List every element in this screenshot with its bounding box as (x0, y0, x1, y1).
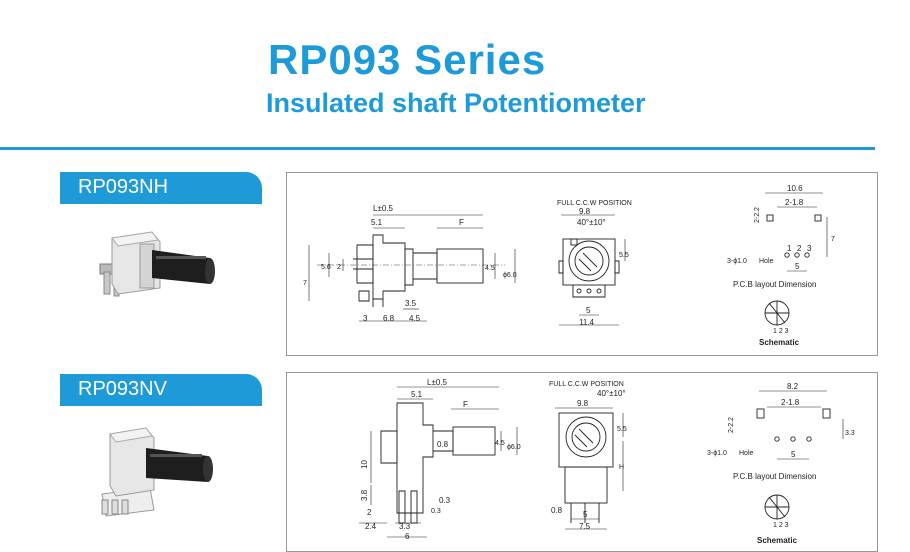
product-photo-rp093nh (99, 231, 215, 297)
svg-text:1 2 3: 1 2 3 (773, 522, 789, 529)
product-tab-rp093nh: RP093NH (60, 172, 262, 204)
dim-label: Hole (739, 450, 754, 457)
dim-label: FULL C.C.W POSITION (557, 200, 632, 207)
technical-drawing-rp093nh: L±0.5 5.1 F 7 5.6 2 4.5 (303, 184, 835, 347)
dim-label: 0.3 (431, 508, 441, 515)
dim-label: 5 (586, 306, 591, 315)
dim-label: 2-2.2 (728, 417, 735, 433)
pin-label: 2 (797, 244, 802, 253)
dim-label: 0.8 (551, 506, 563, 515)
dim-label: 3 (363, 314, 368, 323)
dim-label: 8.2 (787, 382, 799, 391)
product-photo-rp093nv (101, 427, 213, 517)
schematic-caption: Schematic (759, 338, 800, 347)
dim-label: 3-ϕ1.0 (727, 258, 747, 265)
dim-label: 40°±10° (577, 218, 606, 227)
dim-label: 2 (337, 264, 341, 271)
front-view-drawing: FULL C.C.W POSITION 9.8 40°±10° 5.5 5 11… (557, 200, 632, 327)
page-subtitle: Insulated shaft Potentiometer (266, 88, 646, 118)
dim-label: 5.1 (371, 218, 383, 227)
dim-label: 11.4 (579, 318, 595, 327)
dim-label: 4.5 (495, 440, 505, 447)
dim-label: 3-ϕ1.0 (707, 450, 727, 457)
dim-label: H (619, 464, 624, 471)
dim-label: 5.6 (321, 264, 331, 271)
dim-label: 7.5 (579, 522, 591, 531)
dim-label: 0.8 (437, 440, 449, 449)
pin-label: 1 (787, 244, 792, 253)
drawing-panel-rp093nv: L±0.5 5.1 F 0.8 4.5 ϕ6.0 10 3.8 2 2.4 3.… (286, 372, 878, 552)
dim-label: ϕ6.0 (507, 444, 521, 451)
dim-label: 5 (583, 510, 588, 519)
dim-label: FULL C.C.W POSITION (549, 381, 624, 388)
dim-label: 6 (405, 532, 410, 541)
pcb-layout-drawing: 8.2 2-1.8 2-2.2 3.3 3-ϕ1.0 Hole 5 P.C.B … (707, 382, 855, 545)
dim-label: 6.8 (383, 314, 395, 323)
dim-label: 2-1.8 (785, 198, 804, 207)
dim-label: F (459, 218, 464, 227)
side-view-drawing: L±0.5 5.1 F 0.8 4.5 ϕ6.0 10 3.8 2 2.4 3.… (359, 378, 521, 541)
svg-text:1 2 3: 1 2 3 (773, 328, 789, 335)
dim-label: 3.3 (399, 522, 411, 531)
dim-label: 10 (360, 460, 369, 469)
dim-label: L±0.5 (373, 204, 394, 213)
dim-label: 2-2.2 (754, 207, 761, 223)
layout-caption: P.C.B layout Dimension (733, 472, 816, 481)
technical-drawing-rp093nv: L±0.5 5.1 F 0.8 4.5 ϕ6.0 10 3.8 2 2.4 3.… (359, 378, 855, 545)
product-name: RP093NV (78, 378, 167, 400)
dim-label: ϕ6.0 (503, 272, 517, 279)
dim-label: 2.4 (365, 522, 377, 531)
dim-label: 5.5 (617, 426, 627, 433)
product-name: RP093NH (78, 176, 169, 198)
drawing-panel-rp093nh: L±0.5 5.1 F 7 5.6 2 4.5 (286, 172, 878, 356)
dim-label: 7 (831, 236, 835, 243)
dim-label: 9.8 (579, 207, 591, 216)
dim-label: L±0.5 (427, 378, 448, 387)
dim-label: 5.5 (619, 252, 629, 259)
dim-label: 3.5 (405, 299, 417, 308)
dim-label: 2-1.8 (781, 398, 800, 407)
dim-label: F (463, 400, 468, 409)
dim-label: 10.6 (787, 184, 803, 193)
page-title: RP093 Series (268, 36, 547, 83)
dim-label: 40°±10° (597, 389, 626, 398)
dim-label: 5.1 (411, 390, 423, 399)
dim-label: Hole (759, 258, 774, 265)
dim-label: 2 (367, 508, 372, 517)
header-divider (0, 147, 875, 150)
dim-label: 7 (303, 280, 307, 287)
layout-caption: P.C.B layout Dimension (733, 280, 816, 289)
product-tab-rp093nv: RP093NV (60, 374, 262, 406)
schematic-caption: Schematic (757, 536, 798, 545)
dim-label: 3.3 (845, 430, 855, 437)
dim-label: 3.8 (360, 489, 369, 501)
pin-label: 3 (807, 244, 812, 253)
dim-label: 5 (791, 450, 796, 459)
dim-label: 4.5 (409, 314, 421, 323)
front-view-drawing: FULL C.C.W POSITION 40°±10° 9.8 5.5 H 0.… (549, 381, 627, 531)
side-view-drawing: L±0.5 5.1 F 7 5.6 2 4.5 (303, 204, 517, 323)
dim-label: 5 (795, 262, 800, 271)
dim-label: 0.3 (439, 496, 451, 505)
pcb-layout-drawing: 10.6 2-1.8 2-2.2 7 1 2 3 3-ϕ1.0 Hole 5 P… (727, 184, 835, 347)
dim-label: 4.5 (485, 265, 495, 272)
dim-label: 9.8 (577, 399, 589, 408)
